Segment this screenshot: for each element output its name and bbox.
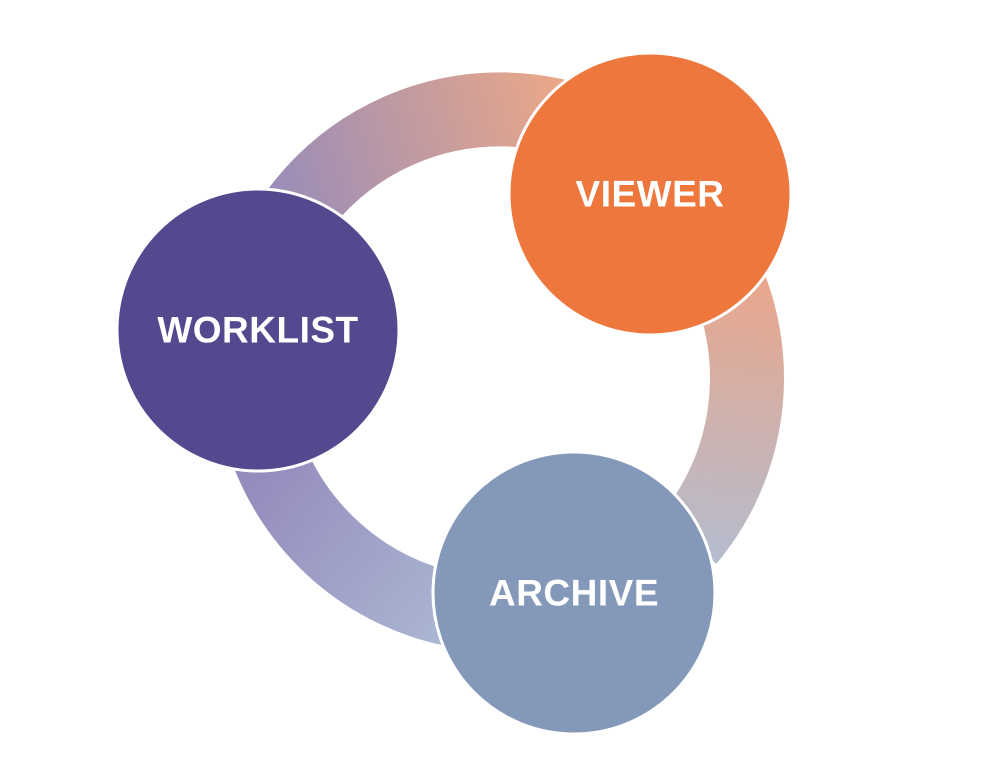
node-worklist-circle bbox=[115, 187, 401, 473]
node-worklist-label: WORKLIST bbox=[157, 310, 358, 351]
node-viewer-circle bbox=[507, 51, 793, 337]
node-archive: ARCHIVE bbox=[431, 450, 717, 736]
node-viewer: VIEWER bbox=[507, 51, 793, 337]
ring-arc-viewer-to-archive bbox=[659, 259, 784, 564]
ring-arc-archive-to-worklist bbox=[230, 432, 463, 647]
node-worklist: WORKLIST bbox=[115, 187, 401, 473]
node-archive-label: ARCHIVE bbox=[489, 573, 659, 614]
node-viewer-label: VIEWER bbox=[576, 174, 725, 215]
node-archive-circle bbox=[431, 450, 717, 736]
